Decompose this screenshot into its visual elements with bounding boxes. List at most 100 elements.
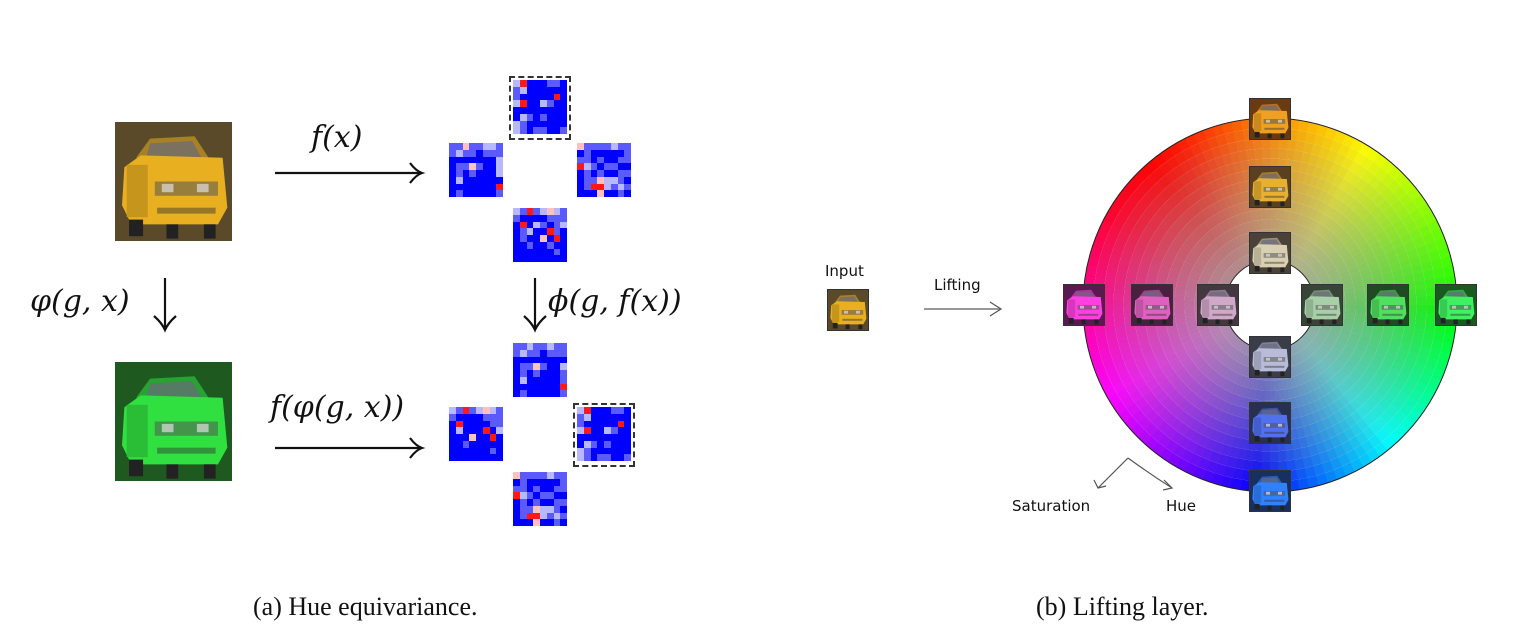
wheel-segment [1316, 269, 1327, 278]
wheel-segment [1184, 300, 1195, 305]
wheel-segment [1146, 328, 1158, 338]
wheel-segment [1294, 202, 1303, 215]
feature-cell [597, 143, 604, 150]
wheel-segment [1384, 225, 1398, 238]
feature-cell [560, 370, 567, 377]
wheel-segment [1356, 220, 1369, 233]
feature-cell [519, 478, 527, 486]
wheel-segment [1314, 441, 1327, 455]
wheel-segment [1440, 256, 1454, 269]
wheel-segment [1355, 362, 1368, 374]
wheel-segment [1322, 393, 1334, 406]
wheel-segment [1428, 348, 1441, 361]
wheel-segment [1217, 165, 1229, 178]
wheel-segment [1252, 460, 1262, 472]
wheel-segment [1388, 212, 1402, 226]
wheel-segment [1180, 335, 1192, 344]
feature-cell [617, 434, 625, 441]
wheel-segment [1178, 198, 1191, 212]
wheel-segment [1191, 368, 1203, 380]
wheel-segment [1381, 329, 1394, 338]
wheel-segment [1425, 287, 1437, 298]
wheel-segment [1231, 226, 1240, 238]
caption-b: (b) Lifting layer. [1036, 592, 1209, 621]
feature-cell [540, 127, 547, 134]
feature-cell [519, 214, 527, 222]
wheel-segment [1229, 446, 1240, 459]
wheel-segment [1317, 396, 1328, 409]
wheel-segment [1222, 243, 1232, 255]
wheel-segment [1140, 403, 1154, 417]
wheel-segment [1370, 241, 1383, 253]
feature-cell [583, 149, 591, 157]
wheel-segment [1342, 320, 1354, 328]
feature-cell [583, 454, 591, 461]
feature-cell [540, 512, 547, 520]
wheel-segment [1229, 265, 1239, 275]
feature-cell [624, 156, 631, 164]
wheel-segment [1292, 342, 1301, 353]
wheel-segment [1311, 246, 1321, 257]
feature-cell [533, 499, 540, 506]
wheel-segment [1438, 350, 1451, 364]
wheel-segment [1151, 167, 1166, 182]
wheel-segment [1200, 349, 1212, 359]
wheel-segment [1261, 148, 1271, 159]
feature-cell [560, 228, 567, 235]
wheel-segment [1281, 220, 1289, 232]
wheel-segment [1235, 339, 1244, 350]
wheel-segment [1201, 195, 1213, 208]
feature-cell [610, 434, 618, 441]
wheel-segment [1269, 390, 1276, 401]
wheel-segment [1167, 272, 1180, 281]
feature-map-top-group-bottom [513, 208, 567, 262]
feature-cell [610, 183, 618, 191]
wheel-segment [1370, 269, 1383, 278]
feature-cell [546, 235, 554, 242]
wheel-segment [1216, 235, 1226, 247]
feature-cell [496, 454, 503, 461]
wheel-segment [1210, 146, 1223, 159]
feature-cell [449, 407, 456, 414]
wheel-segment [1185, 391, 1197, 404]
thumbnail-hue-bottom-low-sat [1249, 336, 1291, 378]
wheel-segment [1237, 181, 1247, 193]
wheel-segment [1166, 324, 1178, 333]
feature-cell [540, 343, 547, 350]
feature-cell [533, 93, 540, 101]
wheel-segment [1144, 173, 1159, 188]
wheel-segment [1328, 270, 1339, 279]
wheel-segment [1199, 222, 1210, 234]
wheel-segment [1329, 457, 1342, 471]
feature-cell [519, 107, 527, 114]
wheel-segment [1231, 394, 1241, 406]
wheel-segment [1344, 291, 1356, 298]
wheel-segment [1399, 259, 1412, 271]
feature-cell [560, 113, 567, 121]
wheel-segment [1321, 417, 1332, 430]
wheel-segment [1189, 143, 1203, 157]
arrow-f-x [275, 162, 426, 184]
wheel-segment [1233, 130, 1245, 142]
wheel-segment [1097, 258, 1110, 271]
feature-cell [540, 349, 547, 357]
wheel-segment [1174, 289, 1186, 297]
feature-cell [546, 519, 554, 526]
wheel-segment [1310, 261, 1321, 271]
feature-cell [577, 447, 584, 455]
wheel-segment [1198, 345, 1209, 356]
wheel-segment [1327, 233, 1338, 245]
wheel-segment [1330, 277, 1342, 285]
wheel-segment [1278, 138, 1288, 150]
wheel-segment [1178, 270, 1191, 279]
wheel-segment [1156, 326, 1168, 336]
wheel-segment [1125, 213, 1139, 227]
wheel-segment [1187, 233, 1200, 245]
feature-cell [489, 413, 497, 421]
wheel-segment [1232, 338, 1242, 348]
feature-cell [462, 190, 470, 197]
wheel-segment [1155, 224, 1169, 237]
feature-cell [540, 478, 547, 486]
wheel-segment [1234, 192, 1243, 205]
wheel-segment [1336, 165, 1349, 179]
